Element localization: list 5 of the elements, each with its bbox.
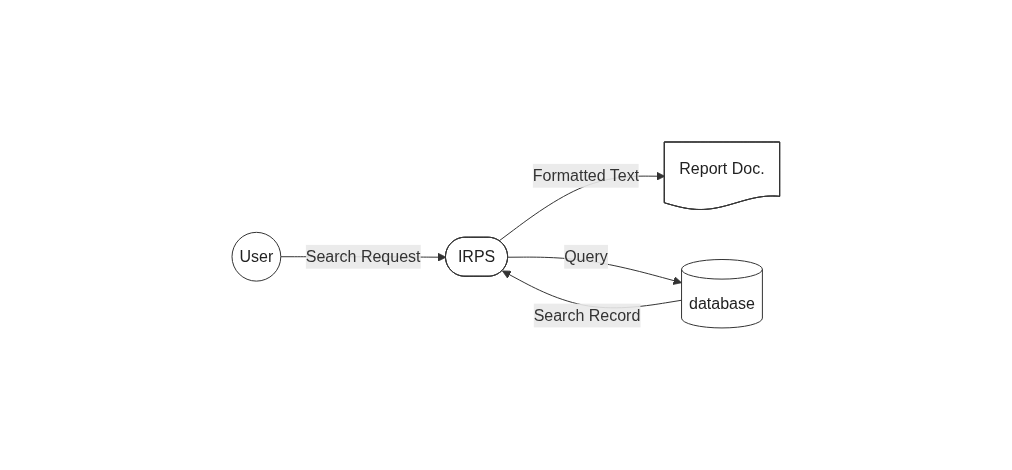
edge-label: Formatted Text bbox=[532, 166, 640, 184]
node-circle: User bbox=[231, 231, 282, 282]
edge-label: Query bbox=[564, 247, 608, 265]
edge-label: Search Record bbox=[533, 306, 641, 324]
edge-label: Search Request bbox=[305, 247, 421, 265]
